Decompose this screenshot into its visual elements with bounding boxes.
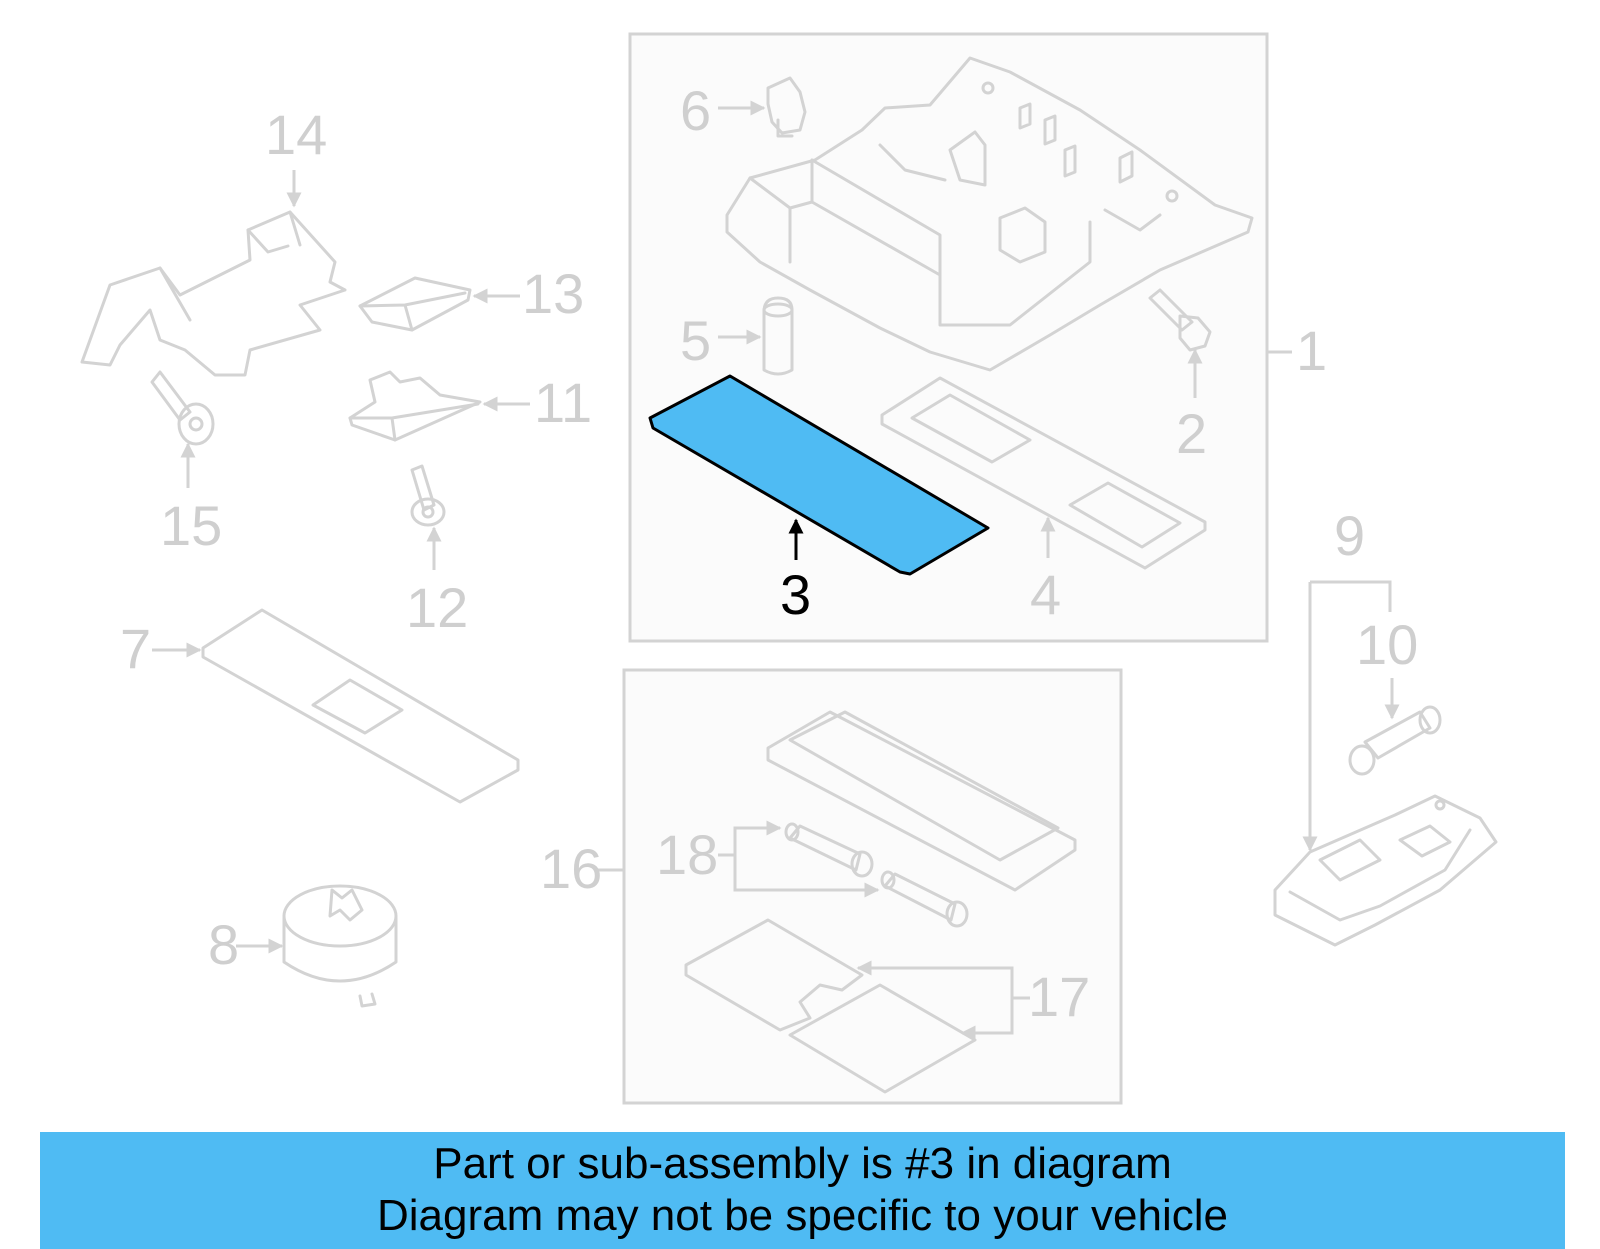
part-13-pad xyxy=(358,276,472,332)
callout-5: 5 xyxy=(680,309,711,372)
callout-10: 10 xyxy=(1356,613,1418,676)
banner-line-2: Diagram may not be specific to your vehi… xyxy=(376,1191,1229,1240)
part-15-bolt xyxy=(150,370,215,446)
part-2-bolt xyxy=(1148,288,1212,352)
callout-6: 6 xyxy=(680,79,711,142)
part-8-sensor xyxy=(282,884,398,1008)
callout-14: 14 xyxy=(265,103,327,166)
callout-18: 18 xyxy=(656,823,718,886)
callout-11: 11 xyxy=(534,371,592,434)
part-5-bulb xyxy=(762,296,794,376)
callout-7: 7 xyxy=(120,617,151,680)
callout-8: 8 xyxy=(208,913,239,976)
info-banner: Part or sub-assembly is #3 in diagram Di… xyxy=(40,1132,1565,1249)
callout-16: 16 xyxy=(540,837,602,900)
callout-15: 15 xyxy=(160,494,222,557)
leader-lines xyxy=(152,100,1400,1041)
callout-3: 3 xyxy=(780,563,811,626)
banner-line-1: Part or sub-assembly is #3 in diagram xyxy=(433,1139,1172,1188)
callout-labels: 14 13 11 15 12 7 8 6 5 2 4 1 3 9 10 16 1… xyxy=(120,79,1418,1028)
callout-4: 4 xyxy=(1030,563,1061,626)
part-18-bulbs xyxy=(784,822,969,928)
callout-17: 17 xyxy=(1028,965,1090,1028)
part-11-clip xyxy=(348,370,482,442)
part-3-highlighted-panel[interactable] xyxy=(648,374,990,576)
callout-1: 1 xyxy=(1296,319,1327,382)
part-16-lens xyxy=(766,710,1077,892)
part-10-bulb xyxy=(1348,705,1442,776)
part-14-bracket xyxy=(80,210,347,377)
callout-9: 9 xyxy=(1334,504,1365,567)
part-9-lamp-housing xyxy=(1273,794,1498,947)
part-4-lens xyxy=(880,376,1207,570)
part-6-clip xyxy=(766,76,807,138)
callout-12: 12 xyxy=(406,576,468,639)
callout-2: 2 xyxy=(1176,402,1207,465)
callout-13: 13 xyxy=(522,262,584,325)
part-1-console-housing xyxy=(725,56,1254,372)
part-7-lens xyxy=(201,608,520,804)
part-12-bolt xyxy=(410,464,446,527)
